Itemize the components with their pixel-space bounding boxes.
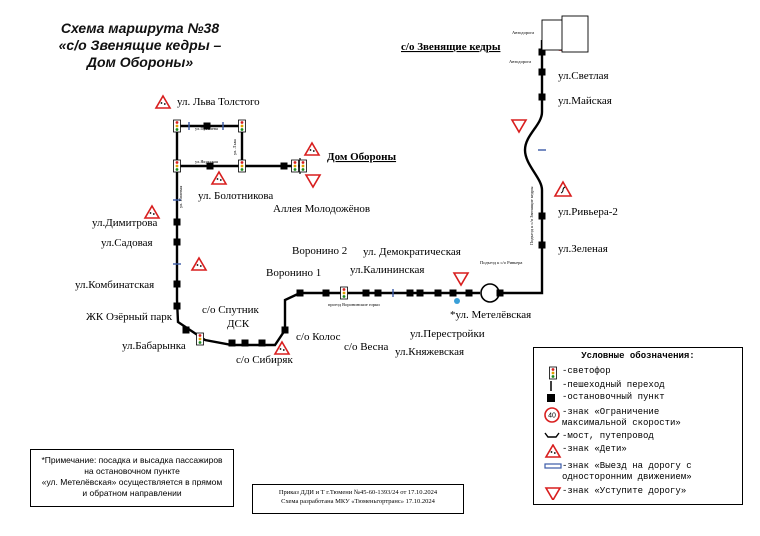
bend-sign-icon <box>554 181 572 197</box>
traffic-light-icon <box>549 366 557 380</box>
legend: Условные обозначения: -светофор -пешеход… <box>533 347 743 505</box>
title-line-1: Схема маршрута №38 <box>60 20 220 36</box>
traffic-light-icon <box>238 119 246 133</box>
yield-sign-icon <box>545 487 561 500</box>
label-sadovaya: ул.Садовая <box>101 237 153 249</box>
label-bolotnikova: ул. Болотникова <box>198 190 273 202</box>
label-lva: ул. Льва <box>232 139 237 155</box>
label-demokraticheskaya: ул. Демократическая <box>363 246 461 258</box>
label-zhk: ЖК Озёрный парк <box>86 311 173 323</box>
yield-sign-icon <box>305 174 321 188</box>
order-line-2: Схема разработана МКУ «Тюменьгортранс» 1… <box>281 498 435 505</box>
label-pugacheva: ул.Пугачева <box>195 126 218 131</box>
crosswalks <box>173 122 546 297</box>
label-voronino1: Воронино 1 <box>266 267 321 279</box>
legend-item: -мост, путепровод <box>544 431 654 443</box>
title-line-3: Дом Обороны» <box>86 54 194 70</box>
traffic-light-icon <box>173 159 181 173</box>
label-voronino2: Воронино 2 <box>292 245 347 257</box>
label-zelenaya: ул.Зеленая <box>558 243 608 255</box>
legend-item: 40 -знак «Ограничение максимальной скоро… <box>544 407 722 429</box>
label-kalininskaya: ул.Калининская <box>350 264 424 276</box>
stop-icon <box>547 394 555 402</box>
label-lva-tolstogo: ул. Льва Толстого <box>177 96 260 108</box>
label-perestroyki: ул.Перестройки <box>410 328 485 340</box>
note-marker <box>454 298 460 304</box>
label-proezd: проезд Воронинские горки <box>328 302 380 307</box>
label-dom-oborony: Дом Обороны <box>327 151 396 163</box>
children-sign-icon <box>211 171 227 185</box>
bridge-icon <box>544 432 560 438</box>
label-dimitrova: ул.Димитрова <box>92 217 157 229</box>
label-kolos: с/о Колос <box>296 331 341 343</box>
terminal-building <box>561 15 589 53</box>
children-sign-icon <box>191 257 207 271</box>
yield-sign-icon <box>453 272 469 286</box>
traffic-light-icon <box>196 332 204 346</box>
speed-limit-icon: 40 <box>544 407 560 423</box>
note-line-2: на остановочном пункте <box>84 466 180 476</box>
label-podezd-riviera: Подъезд к с/о Ривьера <box>480 260 522 265</box>
traffic-light-icon <box>299 159 307 173</box>
label-kombinatskaya: ул.Комбинатская <box>75 279 154 291</box>
label-svetlaya: ул.Светлая <box>558 70 609 82</box>
legend-item: -знак «Дети» <box>544 444 627 460</box>
legend-item: -пешеходный переход <box>544 380 665 392</box>
svg-text:40: 40 <box>548 413 556 420</box>
title-line-2: «с/о Звенящие кедры – <box>58 37 222 53</box>
traffic-light-icon <box>238 159 246 173</box>
label-knyazhevskaya: ул.Княжевская <box>395 346 464 358</box>
label-sibiryak: с/о Сибиряк <box>236 354 293 366</box>
label-avtodoroga-2: Автодорога <box>509 59 531 64</box>
legend-item: -знак «Выезд на дорогу с односторонним д… <box>544 461 732 483</box>
label-vesna: с/о Весна <box>344 341 388 353</box>
roundabout <box>480 283 500 303</box>
label-yakutskaya: ул.Якутская <box>195 159 218 164</box>
label-meteleevskaya: *ул. Метелёвская <box>450 309 531 321</box>
note-line-1: *Примечание: посадка и высадка пассажиро… <box>41 455 223 465</box>
note-line-3: «ул. Метелёвская» осуществляется в прямо… <box>41 477 223 487</box>
note-line-4: и обратном направлении <box>82 488 182 498</box>
crosswalk-icon <box>550 381 552 391</box>
label-babarynka: ул.Бабарынка <box>122 340 186 352</box>
label-riviera: ул.Ривьера-2 <box>558 206 618 218</box>
children-sign-icon <box>304 142 320 156</box>
traffic-lights <box>173 119 348 346</box>
label-alleya: Аллея Молодожёнов <box>273 203 370 215</box>
label-avtodoroga: Автодорога <box>512 30 534 35</box>
traffic-light-icon <box>291 159 299 173</box>
label-sputnik: с/о Спутник <box>202 304 259 316</box>
legend-item: -светофор <box>544 366 611 380</box>
children-sign-icon <box>545 444 561 458</box>
map-title: Схема маршрута №38 «с/о Звенящие кедры –… <box>20 20 260 71</box>
order-box: Приказ ДДИ и Т г.Тюмени №45-60-1393/24 о… <box>252 484 464 514</box>
legend-title: Условные обозначения: <box>581 351 695 361</box>
one-way-exit-icon <box>544 463 562 469</box>
order-line-1: Приказ ДДИ и Т г.Тюмени №45-60-1393/24 о… <box>278 489 438 496</box>
children-sign-icon <box>155 95 171 109</box>
legend-item: -остановочный пункт <box>544 392 665 404</box>
label-mayskaya: ул.Майская <box>558 95 612 107</box>
traffic-light-icon <box>340 286 348 300</box>
note-box: *Примечание: посадка и высадка пассажиро… <box>30 449 234 507</box>
label-polevaya: ул. Полевая <box>178 186 183 208</box>
yield-sign-icon <box>511 119 527 133</box>
label-podezd-zven: Подъезд к с/о Звенящие кедры <box>529 187 534 245</box>
legend-item: -знак «Уступите дорогу» <box>544 486 686 500</box>
traffic-light-icon <box>173 119 181 133</box>
label-dsk: ДСК <box>227 318 250 330</box>
label-zvenyashchie: с/о Звенящие кедры <box>401 41 501 53</box>
